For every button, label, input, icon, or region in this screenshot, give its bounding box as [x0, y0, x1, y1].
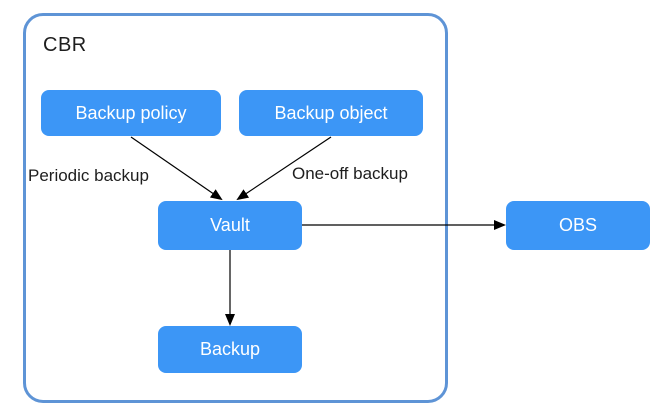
edge-label-periodic-backup: Periodic backup — [28, 166, 149, 185]
node-backup: Backup — [158, 326, 302, 373]
node-obs: OBS — [506, 201, 650, 250]
node-backup-policy: Backup policy — [41, 90, 221, 136]
cbr-container-label: CBR — [43, 34, 87, 56]
node-backup-object: Backup object — [239, 90, 423, 136]
edge-label-one-off-backup: One-off backup — [292, 164, 408, 183]
node-vault: Vault — [158, 201, 302, 250]
